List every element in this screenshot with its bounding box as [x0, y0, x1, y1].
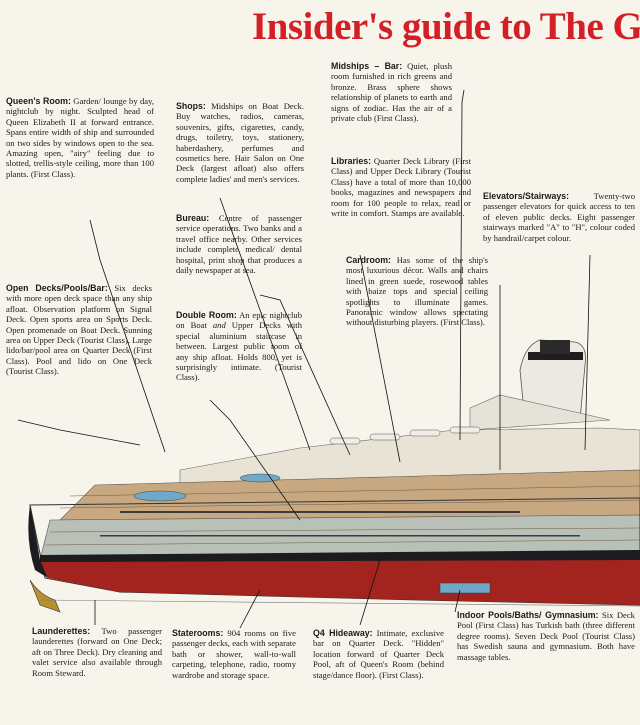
double-room-text-emphasis: and [212, 320, 226, 331]
indoor-pools-caption: Indoor Pools/Baths/ Gymnasium: Six Deck … [457, 610, 635, 706]
bureau-heading: Bureau: [176, 213, 210, 223]
queens-room-heading: Queen's Room: [6, 96, 71, 106]
shops-caption: Shops: Midships on Boat Deck. Buy watche… [176, 101, 304, 206]
launderettes-caption: Launderettes: Two passenger launderettes… [32, 626, 162, 698]
double-room-text-a: An epic nightclub on Boat [176, 310, 302, 331]
cardroom-heading: Cardroom: [346, 255, 391, 265]
libraries-text: Quarter Deck Library (First Class) and U… [331, 156, 471, 219]
staterooms-heading: Staterooms: [172, 628, 224, 638]
staterooms-caption: Staterooms: 904 rooms on five passenger … [172, 628, 296, 700]
open-decks-text: Six decks with more open deck space than… [6, 283, 152, 377]
bureau-text: Centre of passenger service operations. … [176, 213, 302, 276]
libraries-heading: Libraries: [331, 156, 372, 166]
q4-hideaway-text: Intimate, exclusive bar on Quarter Deck.… [313, 628, 444, 680]
indoor-pools-text: Six Deck Pool (First Class) has Turkish … [457, 610, 635, 662]
elevators-stairways-heading: Elevators/Stairways: [483, 191, 570, 201]
double-room-text-b: Upper Decks with special aluminium stair… [176, 320, 302, 383]
open-decks-heading: Open Decks/Pools/Bar: [6, 283, 108, 293]
shops-heading: Shops: [176, 101, 206, 111]
staterooms-text: 904 rooms on five passenger decks, each … [172, 628, 296, 680]
cardroom-text: Has some of the ship's most luxurious dé… [346, 255, 488, 328]
elevators-stairways-text: Twenty-two passenger elevators for quick… [483, 191, 635, 243]
cardroom-caption: Cardroom: Has some of the ship's most lu… [346, 255, 488, 361]
double-room-caption: Double Room: An epic nightclub on Boat a… [176, 310, 302, 405]
queens-room-caption: Queen's Room: Garden/ lounge by day, nig… [6, 96, 154, 221]
elevators-stairways-caption: Elevators/Stairways: Twenty-two passenge… [483, 191, 635, 277]
midships-bar-caption: Midships – Bar: Quiet, plush room furnis… [331, 61, 452, 146]
launderettes-heading: Launderettes: [32, 626, 91, 636]
q4-hideaway-caption: Q4 Hideaway: Intimate, exclusive bar on … [313, 628, 444, 700]
q4-hideaway-heading: Q4 Hideaway: [313, 628, 373, 638]
launderettes-text: Two passenger launderettes (forward on O… [32, 626, 162, 678]
shops-text: Midships on Boat Deck. Buy watches, radi… [176, 101, 304, 184]
midships-bar-heading: Midships – Bar: [331, 61, 403, 71]
libraries-caption: Libraries: Quarter Deck Library (First C… [331, 156, 471, 252]
open-decks-caption: Open Decks/Pools/Bar: Six decks with mor… [6, 283, 152, 421]
bureau-caption: Bureau: Centre of passenger service oper… [176, 213, 302, 297]
double-room-heading: Double Room: [176, 310, 237, 320]
queens-room-text: Garden/ lounge by day, nightclub by nigh… [6, 96, 154, 179]
indoor-pools-heading: Indoor Pools/Baths/ Gymnasium: [457, 610, 599, 620]
midships-bar-text: Quiet, plush room furnished in rich gree… [331, 61, 452, 124]
page-title: Insider's guide to The Gr [252, 5, 640, 48]
